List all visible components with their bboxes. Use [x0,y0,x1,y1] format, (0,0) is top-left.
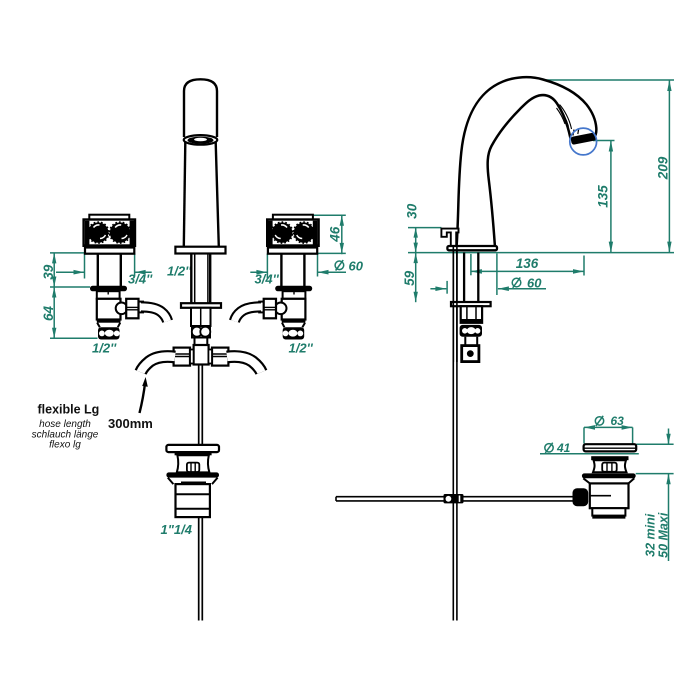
svg-text:63: 63 [611,414,625,428]
svg-text:60: 60 [527,275,542,290]
svg-text:136: 136 [516,256,539,271]
svg-text:300mm: 300mm [108,416,153,431]
svg-text:39: 39 [41,264,56,280]
svg-text:60: 60 [349,259,364,274]
svg-text:50 Maxi: 50 Maxi [657,512,671,558]
svg-text:flexo lg: flexo lg [49,440,81,451]
svg-text:hose length: hose length [39,419,91,430]
svg-text:135: 135 [596,185,611,208]
svg-text:1/2'': 1/2'' [167,264,192,279]
svg-text:32 mini: 32 mini [643,513,657,557]
svg-text:1/2'': 1/2'' [92,341,117,356]
svg-text:41: 41 [556,441,571,455]
svg-text:flexible Lg: flexible Lg [38,403,100,417]
svg-text:209: 209 [655,156,670,180]
svg-text:schlauch länge: schlauch länge [32,429,99,440]
svg-text:64: 64 [41,306,56,322]
svg-text:59: 59 [402,270,417,286]
svg-text:1/2'': 1/2'' [289,341,314,356]
svg-text:3/4'': 3/4'' [255,272,280,287]
svg-text:30: 30 [404,203,419,219]
svg-text:3/4'': 3/4'' [128,272,153,287]
svg-text:1"1/4: 1"1/4 [161,522,193,537]
svg-text:46: 46 [328,226,343,243]
